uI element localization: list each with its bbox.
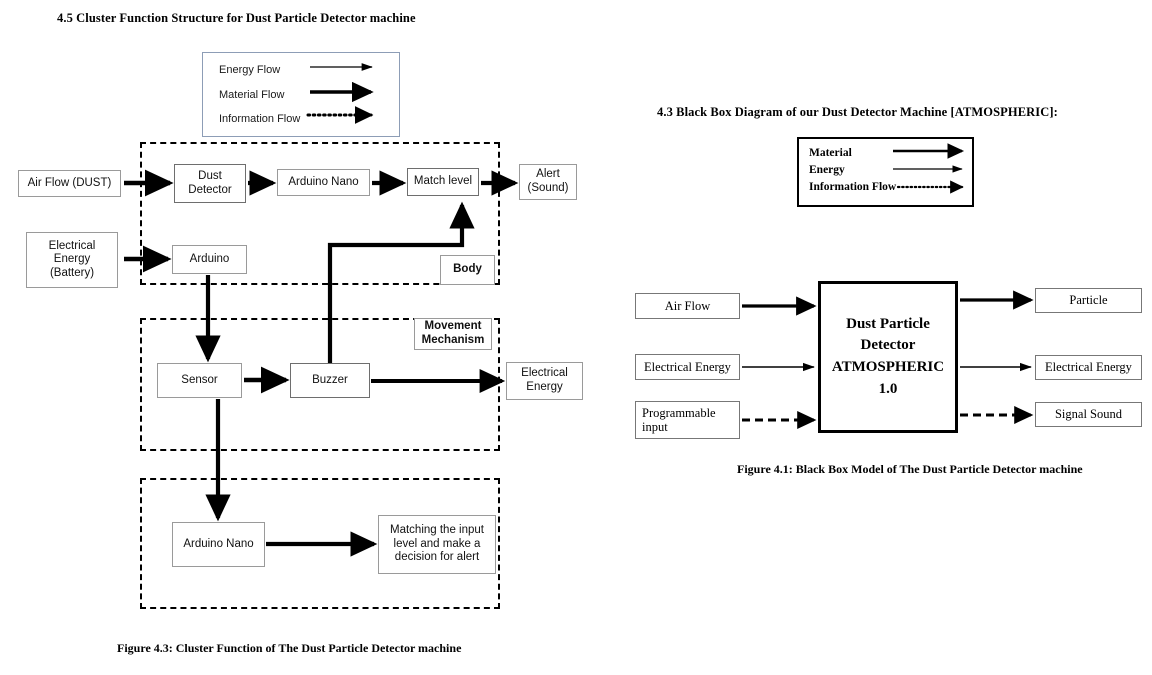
- black-box-line-2: Detector: [860, 337, 916, 354]
- box-matching-decision: Matching the input level and make a deci…: [378, 515, 496, 574]
- right-diagram-heading: 4.3 Black Box Diagram of our Dust Detect…: [657, 105, 1058, 119]
- box-electrical-energy-out: Electrical Energy: [506, 362, 583, 400]
- output-box-particle: Particle: [1035, 288, 1142, 313]
- legend-label-information-flow-right: Information Flow: [809, 181, 897, 193]
- black-box-line-4: 1.0: [878, 380, 898, 397]
- black-box-line-3: ATMOSPHERIC: [831, 359, 945, 375]
- cluster-body-boundary: [140, 142, 500, 285]
- left-diagram-heading: 4.5 Cluster Function Structure for Dust …: [57, 11, 416, 25]
- cluster-decision-boundary: [140, 478, 500, 609]
- legend-label-material: Material: [809, 147, 852, 159]
- legend-label-energy-flow: Energy Flow: [219, 64, 281, 76]
- right-diagram-caption: Figure 4.1: Black Box Model of The Dust …: [737, 462, 1083, 476]
- legend-label-material-flow: Material Flow: [219, 89, 285, 101]
- box-arduino-nano-top: Arduino Nano: [277, 169, 370, 196]
- box-alert-sound: Alert (Sound): [519, 164, 577, 200]
- output-box-electrical-energy: Electrical Energy: [1035, 355, 1142, 380]
- box-sensor: Sensor: [157, 363, 242, 398]
- box-body-label: Body: [440, 255, 495, 285]
- output-box-signal-sound: Signal Sound: [1035, 402, 1142, 427]
- box-arduino-nano-bottom: Arduino Nano: [172, 522, 265, 567]
- box-dust-detector: Dust Detector: [174, 164, 246, 203]
- box-arduino: Arduino: [172, 245, 247, 274]
- legend-label-information-flow: Information Flow: [219, 113, 301, 125]
- box-buzzer: Buzzer: [290, 363, 370, 398]
- legend-label-energy: Energy: [809, 164, 845, 176]
- left-diagram-caption: Figure 4.3: Cluster Function of The Dust…: [117, 641, 462, 655]
- box-electrical-energy-battery: Electrical Energy (Battery): [26, 232, 118, 288]
- input-box-programmable-input: Programmable input: [635, 401, 740, 439]
- black-box-dust-particle-detector: Dust Particle Detector ATMOSPHERIC 1.0: [818, 281, 958, 433]
- box-match-level: Match level: [407, 168, 479, 196]
- left-legend-box: Energy Flow Material Flow Information Fl…: [202, 52, 400, 137]
- black-box-line-1: Dust Particle: [846, 315, 930, 332]
- input-box-electrical-energy: Electrical Energy: [635, 354, 740, 380]
- input-box-air-flow: Air Flow: [635, 293, 740, 319]
- right-legend-box: Material Energy Information Flow: [797, 137, 974, 207]
- box-movement-mechanism-label: Movement Mechanism: [414, 318, 492, 350]
- box-air-flow-dust: Air Flow (DUST): [18, 170, 121, 197]
